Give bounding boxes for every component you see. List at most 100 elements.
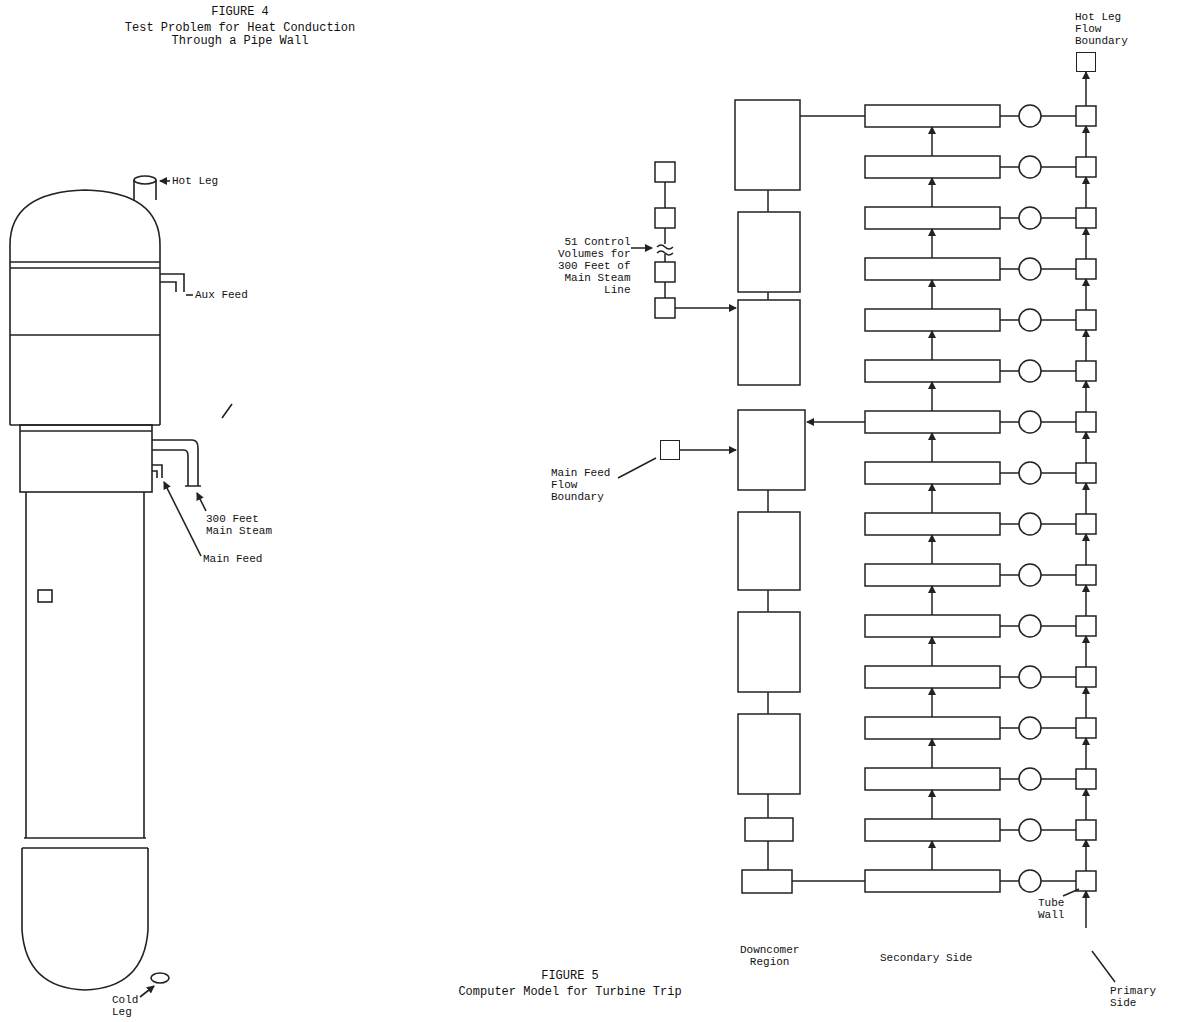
flow-link	[1085, 177, 1087, 208]
flow-link	[931, 739, 933, 768]
heat-link	[1000, 829, 1076, 831]
label-text: FIGURE 5	[541, 969, 599, 983]
heat-structure	[1019, 411, 1041, 433]
label: Hot Leg	[172, 175, 218, 187]
heat-link	[1000, 115, 1076, 117]
heat-link	[1000, 370, 1076, 372]
secondary-volume	[865, 768, 1000, 790]
secondary-volume	[865, 207, 1000, 229]
heat-link	[1000, 574, 1076, 576]
label: Secondary Side	[880, 952, 972, 964]
heat-structure	[1019, 156, 1041, 178]
heat-link	[1000, 778, 1076, 780]
label-text: FIGURE 4	[211, 5, 269, 19]
label: Downcomer Region	[735, 944, 804, 968]
heat-link	[1000, 217, 1076, 219]
label: Aux Feed	[195, 289, 248, 301]
flow-link	[1085, 687, 1087, 718]
node-text: Main Feed Flow Boundary	[551, 467, 610, 503]
primary-volume	[1076, 871, 1096, 891]
node-text: Hot Leg Flow Boundary	[1075, 11, 1128, 47]
heat-structure	[1019, 870, 1041, 892]
label: FIGURE 4	[211, 6, 269, 19]
heat-structure	[1019, 258, 1041, 280]
secondary-volume	[865, 870, 1000, 892]
flow-link	[1085, 840, 1087, 871]
heat-link	[1000, 166, 1076, 168]
flow-link	[931, 382, 933, 411]
secondary-volume	[865, 564, 1000, 586]
heat-structure	[1019, 105, 1041, 127]
secondary-volume	[865, 105, 1000, 127]
flow-link	[931, 637, 933, 666]
secondary-volume	[865, 309, 1000, 331]
heat-structure	[1019, 513, 1041, 535]
flow-link	[931, 484, 933, 513]
primary-volume	[1076, 667, 1096, 687]
heat-structure	[1019, 564, 1041, 586]
label-text: Secondary Side	[880, 952, 972, 964]
label: 51 Control Volumes for 300 Feet of Main …	[548, 236, 631, 296]
heat-structure	[1019, 819, 1041, 841]
label: Cold Leg	[112, 994, 148, 1018]
boundary-box: Main Feed Flow Boundary	[660, 440, 680, 460]
primary-volume	[1076, 514, 1096, 534]
caption-text: Computer Model for Turbine Trip	[458, 985, 681, 999]
heat-link	[1000, 268, 1076, 270]
secondary-volume	[865, 513, 1000, 535]
heat-link	[1000, 421, 1076, 423]
flow-link	[931, 433, 933, 462]
heat-link	[1000, 880, 1076, 882]
figure-title: Test Problem for Heat Conduction Through…	[121, 22, 359, 48]
primary-volume	[1076, 106, 1096, 126]
flow-link	[1085, 738, 1087, 769]
heat-structure	[1019, 717, 1041, 739]
heat-structure	[1019, 615, 1041, 637]
flow-link	[931, 280, 933, 309]
secondary-volume	[865, 819, 1000, 841]
secondary-volume	[865, 666, 1000, 688]
primary-volume	[1076, 361, 1096, 381]
label-text: Cold Leg	[112, 994, 138, 1018]
boundary-box: Hot Leg Flow Boundary	[1076, 52, 1096, 72]
primary-volume	[1076, 463, 1096, 483]
flow-link	[1085, 381, 1087, 412]
flow-link	[931, 688, 933, 717]
heat-structure	[1019, 360, 1041, 382]
primary-volume	[1076, 820, 1096, 840]
secondary-volume	[865, 360, 1000, 382]
flow-link	[931, 178, 933, 207]
primary-volume	[1076, 157, 1096, 177]
label-text: Downcomer Region	[740, 944, 799, 968]
secondary-volume	[865, 258, 1000, 280]
title-text: Test Problem for Heat Conduction Through…	[125, 21, 355, 48]
secondary-volume	[865, 615, 1000, 637]
flow-link	[931, 535, 933, 564]
label: FIGURE 5	[541, 970, 599, 983]
heat-link	[1000, 319, 1076, 321]
label: Primary Side	[1110, 985, 1166, 1009]
heat-structure	[1019, 666, 1041, 688]
label-text: 51 Control Volumes for 300 Feet of Main …	[558, 236, 631, 296]
label-text: Main Feed	[203, 553, 262, 565]
secondary-volume	[865, 717, 1000, 739]
flow-link	[1085, 279, 1087, 310]
figure-caption: Computer Model for Turbine Trip	[458, 986, 681, 999]
primary-volume	[1076, 208, 1096, 228]
flow-link	[1085, 636, 1087, 667]
heat-structure	[1019, 768, 1041, 790]
flow-link	[1085, 891, 1087, 928]
label-text: Aux Feed	[195, 289, 248, 301]
flow-link	[931, 790, 933, 819]
heat-link	[1000, 472, 1076, 474]
primary-volume	[1076, 769, 1096, 789]
node-label: Hot Leg Flow Boundary	[1075, 11, 1138, 47]
node-label: Main Feed Flow Boundary	[551, 467, 620, 503]
flow-link	[1085, 534, 1087, 565]
secondary-volume	[865, 462, 1000, 484]
label-text: 300 Feet Main Steam	[206, 513, 272, 537]
heat-link	[1000, 625, 1076, 627]
flow-link	[1085, 483, 1087, 514]
primary-volume	[1076, 616, 1096, 636]
